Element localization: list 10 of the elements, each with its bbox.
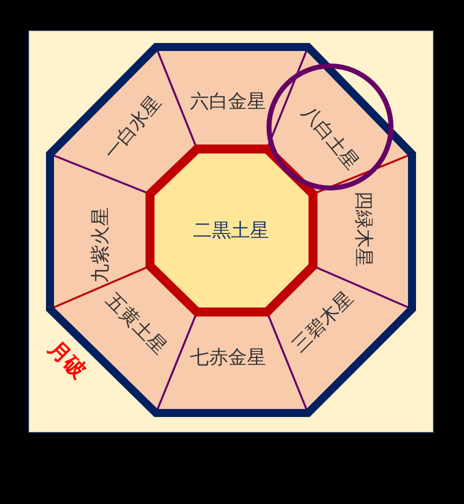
star-name: 六白金星: [190, 92, 266, 112]
star-name: 八白土星: [298, 102, 362, 174]
star-name: 四緑木星: [354, 191, 372, 267]
star-name: 二黒土星: [193, 222, 269, 240]
star-name: 一白水星: [101, 92, 165, 164]
annotation-label: 月破: [44, 338, 90, 382]
star-name: 九紫火星: [92, 207, 110, 283]
star-name: 五黄土星: [102, 290, 170, 358]
star-name: 三碧木星: [289, 288, 357, 356]
star-name: 七赤金星: [190, 348, 266, 368]
